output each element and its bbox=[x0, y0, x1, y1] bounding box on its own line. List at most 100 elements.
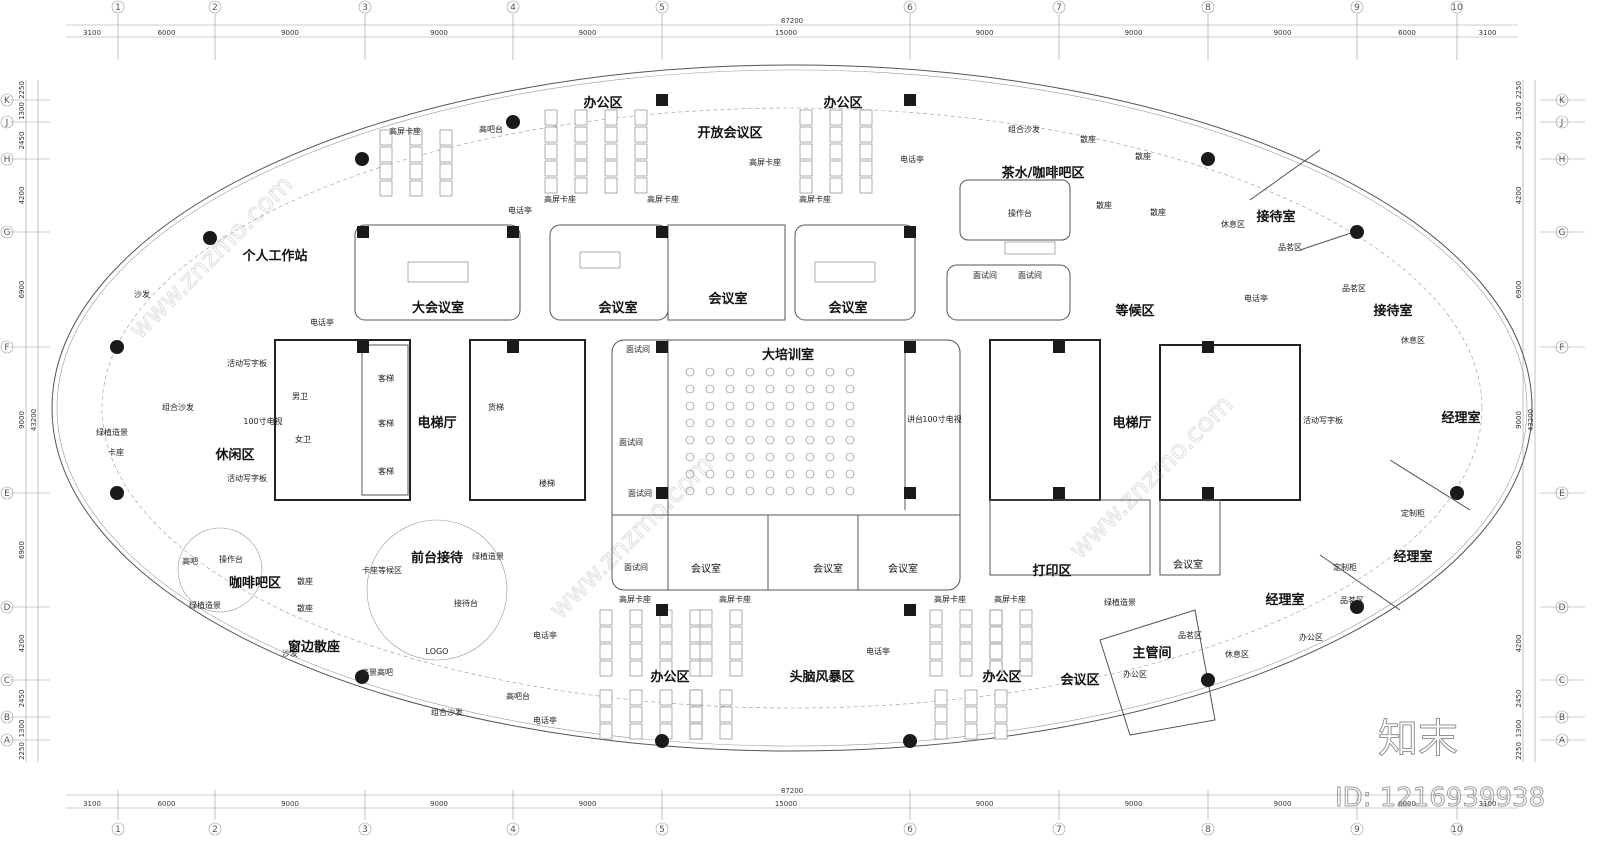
row-axis-bubble bbox=[1555, 486, 1569, 500]
desk bbox=[829, 126, 843, 143]
room-label: 办公区 bbox=[823, 95, 862, 111]
desk bbox=[599, 706, 613, 723]
training-seat bbox=[685, 469, 695, 479]
desk bbox=[929, 609, 943, 626]
desk bbox=[719, 706, 733, 723]
desk bbox=[994, 689, 1008, 706]
column-spacing-dimension: 9000 bbox=[1274, 29, 1292, 37]
column-axis-bubble bbox=[1350, 822, 1364, 836]
training-seat bbox=[805, 367, 815, 377]
structural-column bbox=[904, 94, 916, 106]
desk bbox=[1019, 660, 1033, 677]
desk bbox=[799, 143, 813, 160]
room-label: 大培训室 bbox=[762, 347, 814, 363]
training-seat bbox=[705, 435, 715, 445]
desk bbox=[964, 723, 978, 740]
annotation-label: 面试间 bbox=[628, 488, 652, 498]
round-column bbox=[1201, 152, 1215, 166]
column-axis-bubble bbox=[1350, 0, 1364, 14]
room-walls bbox=[177, 149, 1471, 736]
desk bbox=[689, 723, 703, 740]
column-spacing-dimension: 3100 bbox=[83, 800, 101, 808]
column-spacing-dimension: 9000 bbox=[281, 800, 299, 808]
row-axis-bubble bbox=[1555, 600, 1569, 614]
annotation-label: 品茗区 bbox=[1178, 630, 1202, 640]
training-seat bbox=[685, 367, 695, 377]
row-axis-label: J bbox=[5, 118, 9, 128]
training-seat bbox=[705, 469, 715, 479]
row-axis-bubble bbox=[1555, 225, 1569, 239]
desk bbox=[439, 146, 453, 163]
training-seat bbox=[825, 469, 835, 479]
desk bbox=[379, 163, 393, 180]
annotation-label: 100寸电视 bbox=[243, 416, 282, 426]
training-seat bbox=[725, 367, 735, 377]
annotation-label: 品茗区 bbox=[1342, 283, 1366, 293]
desk bbox=[634, 177, 648, 194]
room-label: 经理室 bbox=[1265, 592, 1304, 608]
row-spacing-dimension: 2450 bbox=[1515, 132, 1523, 150]
desk bbox=[604, 126, 618, 143]
desk bbox=[659, 689, 673, 706]
training-seat bbox=[765, 367, 775, 377]
row-axis-label: D bbox=[4, 603, 11, 613]
column-axis-bubble bbox=[655, 0, 669, 14]
desk bbox=[544, 143, 558, 160]
desk bbox=[409, 129, 423, 146]
row-spacing-dimension: 9000 bbox=[18, 411, 26, 429]
annotation-label: 电话亭 bbox=[310, 317, 334, 327]
column-axis-label: 4 bbox=[510, 3, 516, 13]
annotation-label: 散座 bbox=[1096, 200, 1112, 210]
column-spacing-dimension: 9000 bbox=[1125, 29, 1143, 37]
training-seat bbox=[825, 367, 835, 377]
row-spacing-dimension: 6900 bbox=[1515, 281, 1523, 299]
desk bbox=[934, 723, 948, 740]
column-spacing-dimension: 9000 bbox=[430, 800, 448, 808]
annotation-label: 高屏卡座 bbox=[934, 594, 966, 604]
furniture bbox=[379, 109, 1056, 740]
training-seat bbox=[765, 384, 775, 394]
total-height-dimension: 43200 bbox=[30, 409, 38, 431]
desk bbox=[989, 660, 1003, 677]
desk bbox=[859, 160, 873, 177]
desk bbox=[934, 689, 948, 706]
annotation-label: 客梯 bbox=[378, 466, 394, 476]
column-axis-bubble bbox=[903, 822, 917, 836]
row-axis-bubble bbox=[0, 733, 14, 747]
annotation-label: 办公区 bbox=[1123, 669, 1147, 679]
row-spacing-dimension: 4200 bbox=[1515, 635, 1523, 653]
desk bbox=[829, 160, 843, 177]
annotation-label: 高屏卡座 bbox=[619, 594, 651, 604]
desk bbox=[634, 160, 648, 177]
training-seat bbox=[805, 418, 815, 428]
desk bbox=[544, 109, 558, 126]
row-axis-label: G bbox=[4, 228, 11, 238]
training-seat bbox=[825, 401, 835, 411]
column-axis-label: 10 bbox=[1451, 825, 1463, 835]
column-axis-bubble bbox=[208, 0, 222, 14]
training-seat bbox=[725, 384, 735, 394]
training-seat bbox=[705, 401, 715, 411]
annotation-label: 组合沙发 bbox=[1008, 124, 1040, 134]
structural-column bbox=[1202, 487, 1214, 499]
column-spacing-dimension: 9000 bbox=[976, 29, 994, 37]
row-spacing-dimension: 2250 bbox=[1515, 742, 1523, 760]
annotation-label: 品茗区 bbox=[1340, 595, 1364, 605]
round-column bbox=[1350, 600, 1364, 614]
training-seat bbox=[745, 486, 755, 496]
structural-column bbox=[1202, 341, 1214, 353]
room-label: 会议室 bbox=[708, 291, 747, 307]
desk bbox=[634, 143, 648, 160]
annotation-label: 电话亭 bbox=[533, 630, 557, 640]
row-axis-label: G bbox=[1559, 228, 1566, 238]
desk bbox=[959, 626, 973, 643]
training-seat bbox=[785, 486, 795, 496]
column-axis-bubble bbox=[1052, 822, 1066, 836]
column-axis-label: 10 bbox=[1451, 3, 1463, 13]
row-axis-label: E bbox=[1559, 489, 1565, 499]
room-label: 接待室 bbox=[1256, 209, 1295, 225]
column-axis-label: 3 bbox=[362, 3, 368, 13]
column-axis-label: 8 bbox=[1205, 3, 1211, 13]
room-label: 电梯厅 bbox=[417, 415, 456, 431]
